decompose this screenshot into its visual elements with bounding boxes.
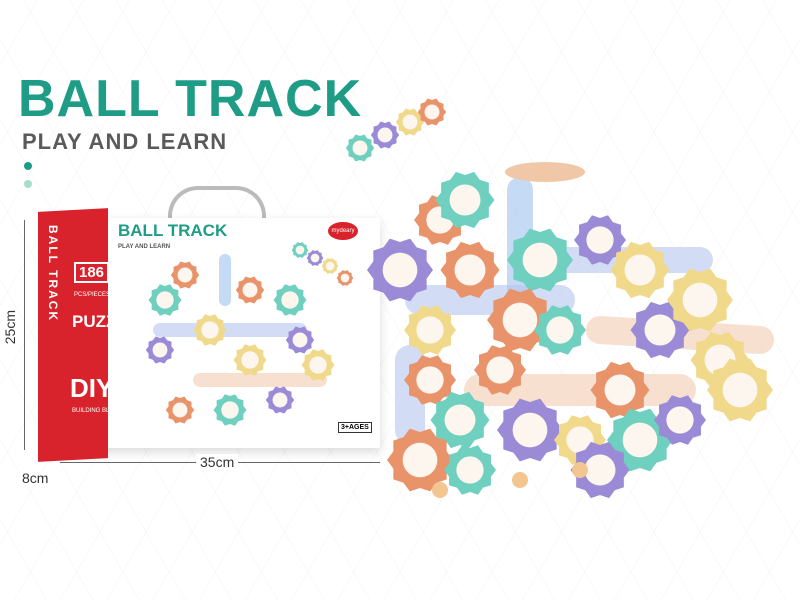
age-badge: 3+AGES [338,422,372,433]
box-front-title: BALL TRACK [118,221,228,240]
decor-dot [24,180,32,188]
headline-subtitle: PLAY AND LEARN [22,129,228,154]
decor-dot [24,162,32,170]
height-dimension: 25cm [2,310,18,345]
depth-dimension: 8cm [22,470,49,486]
width-dimension: 35cm [196,454,239,470]
brand-logo: mydeary [328,222,358,240]
piece-count: 186 [74,262,110,283]
diy-label: DIY [70,373,114,403]
feature-label: PUZZLE [72,312,139,331]
height-line [24,220,25,450]
piece-unit: PCS/PIECES [74,292,111,298]
box-side-label: BALL TRACK [46,225,60,323]
box-handle [168,186,266,230]
diy-sub-label: BUILDING BLOCK [72,408,123,414]
box-front-subtitle: PLAY AND LEARN [118,244,171,250]
headline-title: BALL TRACK [18,70,363,128]
